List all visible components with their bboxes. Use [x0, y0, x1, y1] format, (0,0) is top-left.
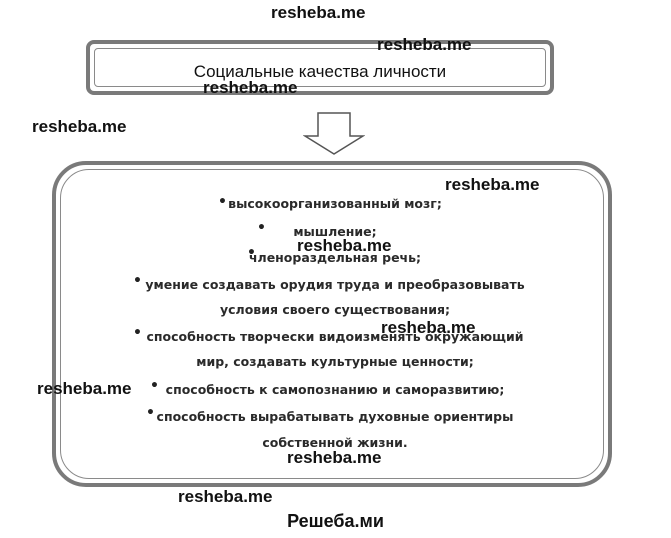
watermark: resheba.me [381, 318, 476, 337]
diagram-title: Социальные качества личности [193, 62, 447, 81]
qualities-box [52, 161, 612, 487]
watermark: resheba.me [32, 117, 127, 136]
watermark: resheba.me [445, 175, 540, 194]
list-item-line: способность к самопознанию и саморазвити… [165, 382, 505, 397]
list-item-line: способность творчески видоизменять окруж… [146, 329, 524, 344]
list-item-line: членораздельная речь; [248, 250, 422, 265]
watermark: resheba.me [287, 448, 382, 467]
footer-label: Решеба.ми [287, 511, 384, 531]
list-item-line: условия своего существования; [220, 302, 450, 317]
bullet: • [133, 325, 142, 341]
watermark: resheba.me [297, 236, 392, 255]
bullet: • [133, 273, 142, 289]
bullet: • [146, 405, 155, 421]
watermark: resheba.me [377, 35, 472, 54]
list-item-line: мышление; [293, 224, 377, 239]
watermark: resheba.me [203, 78, 298, 97]
watermark: resheba.me [178, 487, 273, 506]
title-box: Социальные качества личности [86, 40, 554, 95]
bullet: • [218, 194, 227, 210]
list-item-line: высокоорганизованный мозг; [228, 196, 442, 211]
qualities-box-inner-border [60, 169, 604, 479]
bullet: • [257, 220, 266, 236]
bullet: • [247, 245, 256, 261]
list-item-line: мир, создавать культурные ценности; [196, 354, 474, 369]
watermark: resheba.me [271, 3, 366, 22]
bullet: • [150, 378, 159, 394]
title-box-inner-border [94, 48, 546, 87]
watermark: resheba.me [37, 379, 132, 398]
list-item-line: собственной жизни. [262, 435, 408, 450]
list-item-line: способность вырабатывать духовные ориент… [156, 409, 514, 424]
down-arrow-icon [303, 112, 365, 155]
list-item-line: умение создавать орудия труда и преобраз… [145, 277, 525, 292]
